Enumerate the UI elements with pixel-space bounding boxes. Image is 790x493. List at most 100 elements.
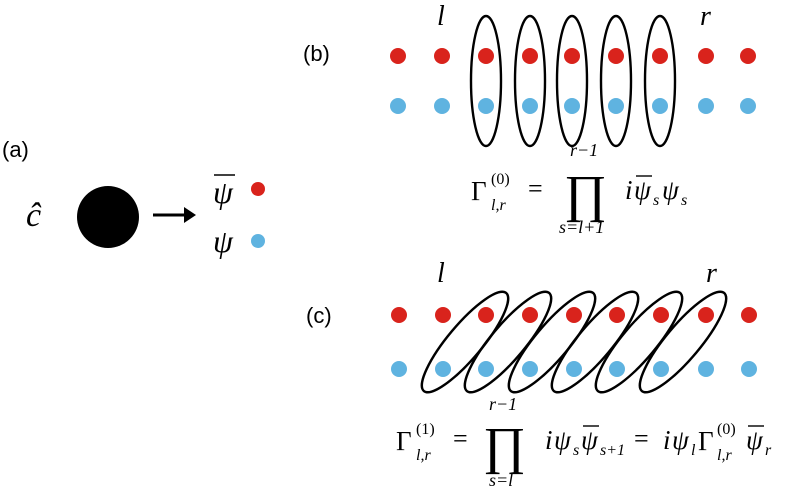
- red-site: [391, 307, 407, 323]
- panel-a: (a) ĉ ψ ψ: [2, 137, 265, 259]
- formula-c-psi: ψ: [554, 425, 572, 455]
- blue-site: [698, 98, 714, 114]
- psibar-symbol: ψ: [213, 174, 234, 210]
- red-site: [698, 48, 714, 64]
- blue-site: [608, 98, 624, 114]
- blue-site: [564, 98, 580, 114]
- panel-c: (c) l r Γ (1) l,r = r−1 ∏ s=l i ψ s ψ s+…: [306, 258, 772, 490]
- formula-c-gamma-2-sub: l,r: [717, 447, 732, 464]
- formula-b-psi-sub: s: [681, 192, 687, 209]
- red-site: [652, 48, 668, 64]
- panel-a-label: (a): [2, 137, 29, 162]
- formula-b: Γ (0) l,r = r−1 ∏ s=l+1 i ψ s ψ s: [471, 140, 687, 237]
- formula-b-i: i: [625, 175, 633, 205]
- blue-site: [391, 361, 407, 377]
- formula-c-psibar-r-sub: r: [765, 442, 772, 459]
- blue-site: [741, 361, 757, 377]
- blue-site-row-c: [391, 361, 757, 377]
- red-site: [435, 307, 451, 323]
- blue-site: [478, 98, 494, 114]
- blue-site-row-b: [390, 98, 756, 114]
- formula-c-i-2: i: [663, 425, 671, 455]
- formula-b-product: ∏: [564, 166, 607, 223]
- blue-site: [478, 361, 494, 377]
- blue-site: [435, 361, 451, 377]
- formula-c-sub: l,r: [416, 447, 431, 464]
- pairing-ellipse: [513, 14, 547, 148]
- blue-site: [522, 98, 538, 114]
- formula-c-psi-sub: s: [573, 442, 579, 459]
- formula-c-psi-l-sub: l: [691, 442, 696, 459]
- red-site-row-c: [391, 307, 757, 323]
- blue-site: [653, 361, 669, 377]
- pairing-ellipse: [599, 14, 633, 148]
- formula-c-psibar-sub: s+1: [600, 442, 625, 459]
- pairing-ellipse: [550, 290, 640, 394]
- formula-c-gamma: Γ: [396, 426, 412, 456]
- panel-b-label: (b): [303, 41, 330, 66]
- red-site: [478, 307, 494, 323]
- formula-b-sub: l,r: [491, 197, 506, 214]
- blue-site: [390, 98, 406, 114]
- formula-b-psibar: ψ: [634, 175, 652, 205]
- site-r-label-b: r: [700, 1, 711, 32]
- blue-site: [609, 361, 625, 377]
- formula-b-psibar-sub: s: [653, 192, 659, 209]
- formula-c-gamma-2-sup: (0): [717, 421, 736, 438]
- red-site: [698, 307, 714, 323]
- red-site: [609, 307, 625, 323]
- psibar-red-dot: [251, 182, 265, 196]
- formula-c-sup: (1): [416, 421, 435, 438]
- site-r-label-c: r: [706, 258, 717, 289]
- blue-site: [740, 98, 756, 114]
- formula-c-psibar: ψ: [581, 425, 599, 455]
- panel-c-label: (c): [306, 303, 332, 328]
- formula-c: Γ (1) l,r = r−1 ∏ s=l i ψ s ψ s+1 = i ψ …: [396, 394, 772, 490]
- red-site: [740, 48, 756, 64]
- red-site: [522, 48, 538, 64]
- formula-b-gamma: Γ: [471, 176, 487, 206]
- formula-c-gamma-2: Γ: [698, 426, 714, 456]
- psi-blue-dot: [251, 234, 265, 248]
- red-site: [608, 48, 624, 64]
- blue-site: [652, 98, 668, 114]
- formula-b-psi: ψ: [662, 175, 680, 205]
- formula-c-equals: =: [453, 424, 468, 453]
- red-site: [434, 48, 450, 64]
- formula-b-upper: r−1: [570, 140, 598, 160]
- formula-c-psibar-r: ψ: [746, 425, 764, 455]
- formula-c-equals-2: =: [634, 424, 649, 453]
- site-l-label-c: l: [437, 258, 445, 289]
- pairing-ellipses-c: [420, 290, 728, 394]
- red-site: [741, 307, 757, 323]
- red-site: [653, 307, 669, 323]
- formula-b-equals: =: [528, 174, 543, 203]
- pairing-ellipse: [643, 14, 677, 148]
- red-site: [564, 48, 580, 64]
- red-site: [478, 48, 494, 64]
- formula-c-lower: s=l: [489, 470, 513, 490]
- pairing-ellipses-b: [469, 14, 677, 148]
- red-site-row-b: [390, 48, 756, 64]
- blue-site: [698, 361, 714, 377]
- blue-site: [566, 361, 582, 377]
- pairing-ellipse: [594, 290, 684, 394]
- psi-symbol: ψ: [213, 223, 234, 259]
- site-l-label-b: l: [437, 1, 445, 32]
- formula-b-sup: (0): [491, 171, 510, 188]
- red-site: [566, 307, 582, 323]
- panel-b: (b) l r Γ (0) l,r = r−1 ∏ s=l+1 i ψ s ψ …: [303, 1, 756, 237]
- formula-c-psi-l: ψ: [672, 425, 690, 455]
- formula-c-product: ∏: [483, 418, 526, 475]
- operator-c-hat: ĉ: [26, 197, 42, 234]
- red-site: [522, 307, 538, 323]
- red-site: [390, 48, 406, 64]
- pairing-ellipse: [555, 14, 589, 148]
- blue-site: [434, 98, 450, 114]
- big-black-dot: [77, 186, 139, 248]
- blue-site: [522, 361, 538, 377]
- formula-c-i: i: [545, 425, 553, 455]
- pairing-ellipse: [638, 290, 728, 394]
- formula-b-lower: s=l+1: [559, 217, 604, 237]
